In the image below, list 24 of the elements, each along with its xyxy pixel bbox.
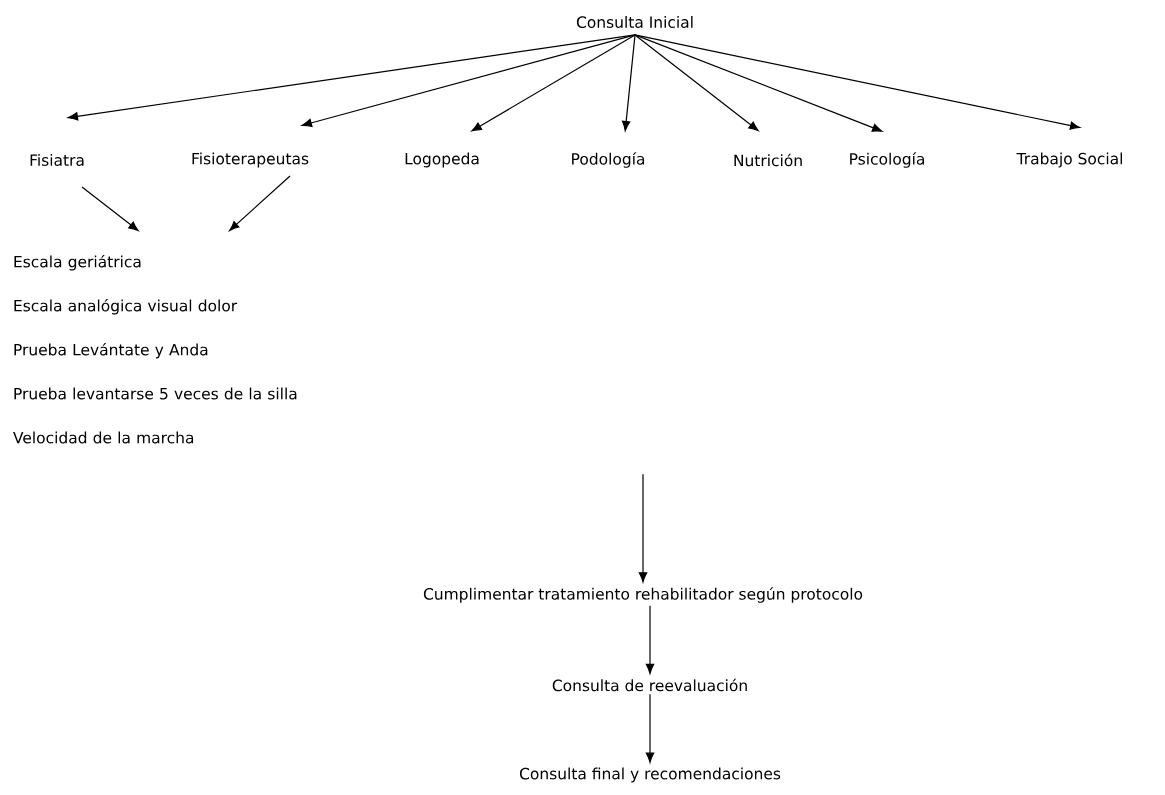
step-label: Consulta final y recomendaciones bbox=[520, 767, 781, 783]
arrow bbox=[645, 693, 655, 763]
text-list: Escala geriátrica Escala analógica visual dolor Prueba Levántate y Anda Prueba levantarse 5 veces de la silla Velocidad de la marcha bbox=[13, 254, 297, 444]
step-label: Fisioterapeutas bbox=[192, 152, 309, 168]
step-label: Psicología bbox=[850, 152, 924, 168]
arrow bbox=[471, 34, 636, 132]
arrow bbox=[638, 473, 648, 583]
step-label: Fisiatra bbox=[30, 154, 84, 166]
step-label: Consulta de reevaluación bbox=[552, 678, 747, 692]
step-label: Cumplimentar tratamiento rehabilitador según protocolo bbox=[423, 587, 863, 603]
step-label: Logopeda bbox=[405, 152, 479, 168]
arrow bbox=[67, 34, 636, 121]
arrow bbox=[81, 186, 139, 232]
step-label: Podología bbox=[572, 152, 645, 168]
arrow bbox=[634, 34, 759, 132]
arrow bbox=[229, 175, 291, 231]
step-label: Consulta Inicial bbox=[576, 16, 693, 28]
arrow bbox=[634, 34, 883, 132]
arrow bbox=[634, 34, 1081, 130]
step-label: Nutrición bbox=[734, 153, 802, 167]
arrow bbox=[645, 605, 655, 674]
arrow bbox=[301, 34, 636, 128]
step-label: Trabajo Social bbox=[1016, 152, 1122, 168]
arrow bbox=[622, 34, 636, 132]
